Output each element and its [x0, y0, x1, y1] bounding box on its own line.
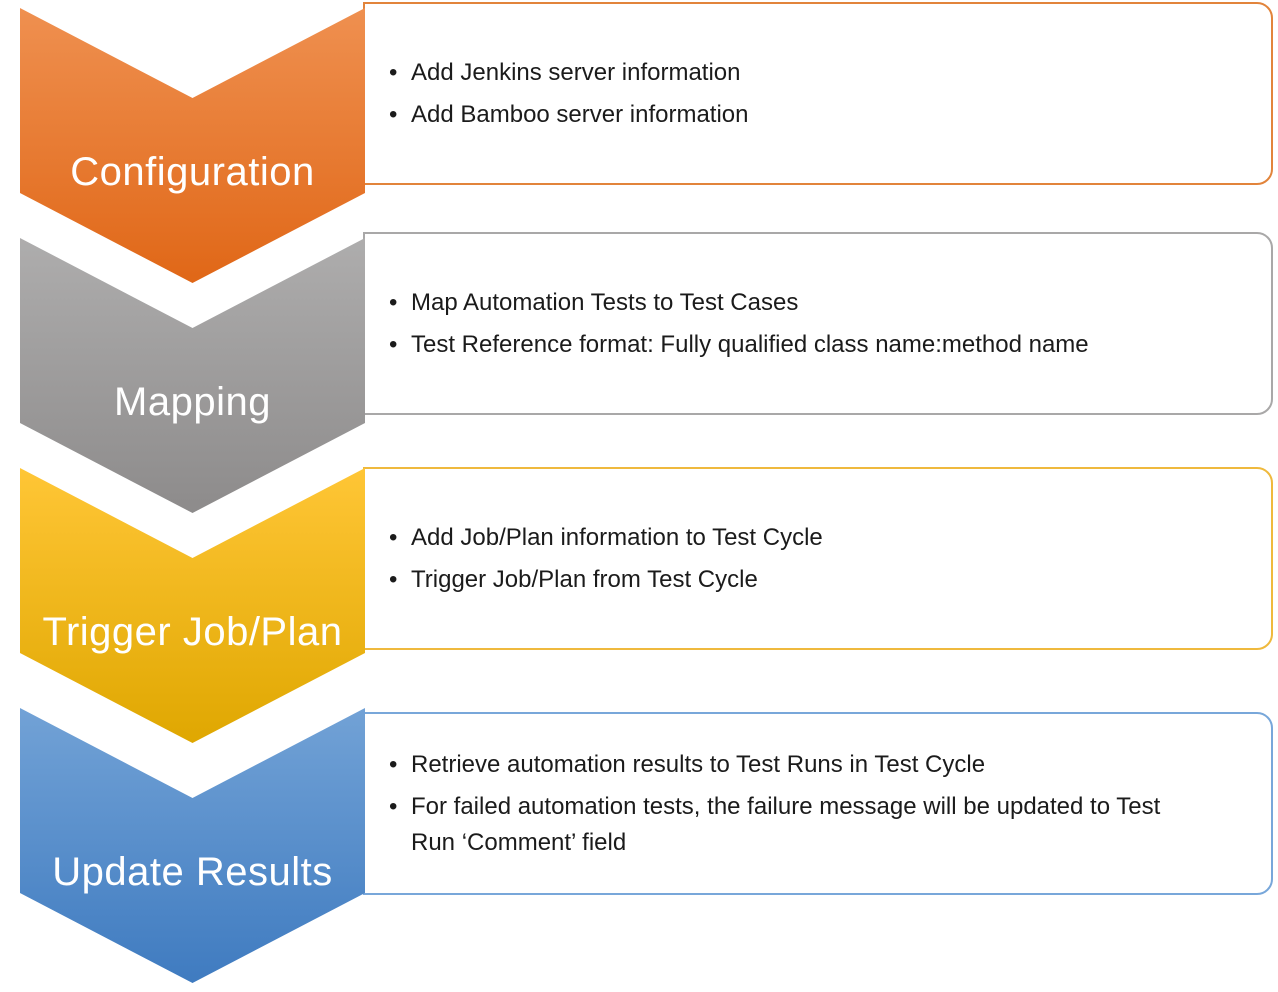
bullet-item: Add Jenkins server information	[389, 55, 1171, 91]
bullet-item: Map Automation Tests to Test Cases	[389, 285, 1171, 321]
textbox-configuration: Add Jenkins server information Add Bambo…	[363, 2, 1273, 185]
bullet-icon	[389, 520, 403, 556]
bullet-item: Add Job/Plan information to Test Cycle	[389, 520, 1171, 556]
bullet-icon	[389, 747, 403, 783]
step-label-configuration: Configuration	[70, 150, 315, 194]
bullet-icon	[389, 285, 403, 321]
bullet-text: Map Automation Tests to Test Cases	[411, 288, 799, 316]
bullet-icon	[389, 789, 403, 825]
bullet-text: Add Bamboo server information	[411, 100, 749, 128]
bullet-icon	[389, 327, 403, 363]
bullet-text: Add Job/Plan information to Test Cycle	[411, 523, 823, 551]
step-label-mapping: Mapping	[114, 380, 271, 424]
bullet-item: For failed automation tests, the failure…	[389, 789, 1171, 861]
bullet-item: Trigger Job/Plan from Test Cycle	[389, 562, 1171, 598]
bullet-item: Add Bamboo server information	[389, 97, 1171, 133]
bullet-text: For failed automation tests, the failure…	[411, 792, 1161, 856]
textbox-trigger-job-plan: Add Job/Plan information to Test Cycle T…	[363, 467, 1273, 650]
step-label-update-results: Update Results	[52, 850, 333, 894]
bullet-text: Retrieve automation results to Test Runs…	[411, 750, 986, 778]
bullet-text: Trigger Job/Plan from Test Cycle	[411, 565, 758, 593]
bullet-item: Test Reference format: Fully qualified c…	[389, 327, 1171, 363]
textbox-update-results: Retrieve automation results to Test Runs…	[363, 712, 1273, 895]
bullet-icon	[389, 562, 403, 598]
bullet-text: Test Reference format: Fully qualified c…	[411, 330, 1089, 358]
bullet-icon	[389, 55, 403, 91]
bullet-text: Add Jenkins server information	[411, 58, 741, 86]
chevron-configuration: Configuration	[20, 8, 365, 283]
textbox-mapping: Map Automation Tests to Test Cases Test …	[363, 232, 1273, 415]
bullet-icon	[389, 97, 403, 133]
step-label-trigger-job-plan: Trigger Job/Plan	[42, 610, 343, 654]
bullet-item: Retrieve automation results to Test Runs…	[389, 747, 1171, 783]
chevron-update-results: Update Results	[20, 708, 365, 983]
